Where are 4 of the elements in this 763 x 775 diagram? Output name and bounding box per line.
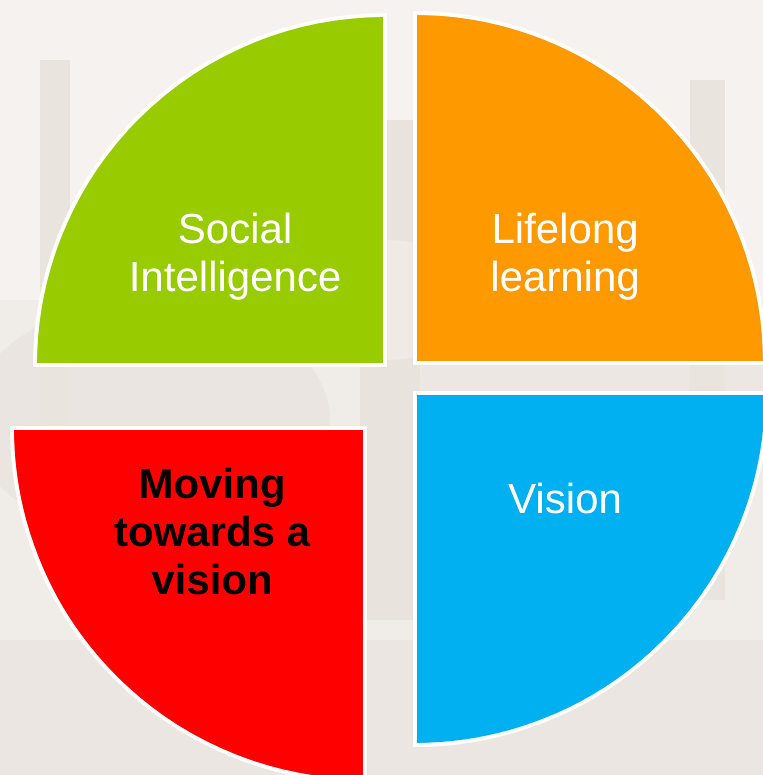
segment-label: Moving towards a vision [112, 460, 312, 604]
segment-label: Lifelong learning [489, 205, 641, 301]
segment-label: Vision [507, 475, 623, 523]
segment-label: Social Intelligence [128, 205, 342, 301]
